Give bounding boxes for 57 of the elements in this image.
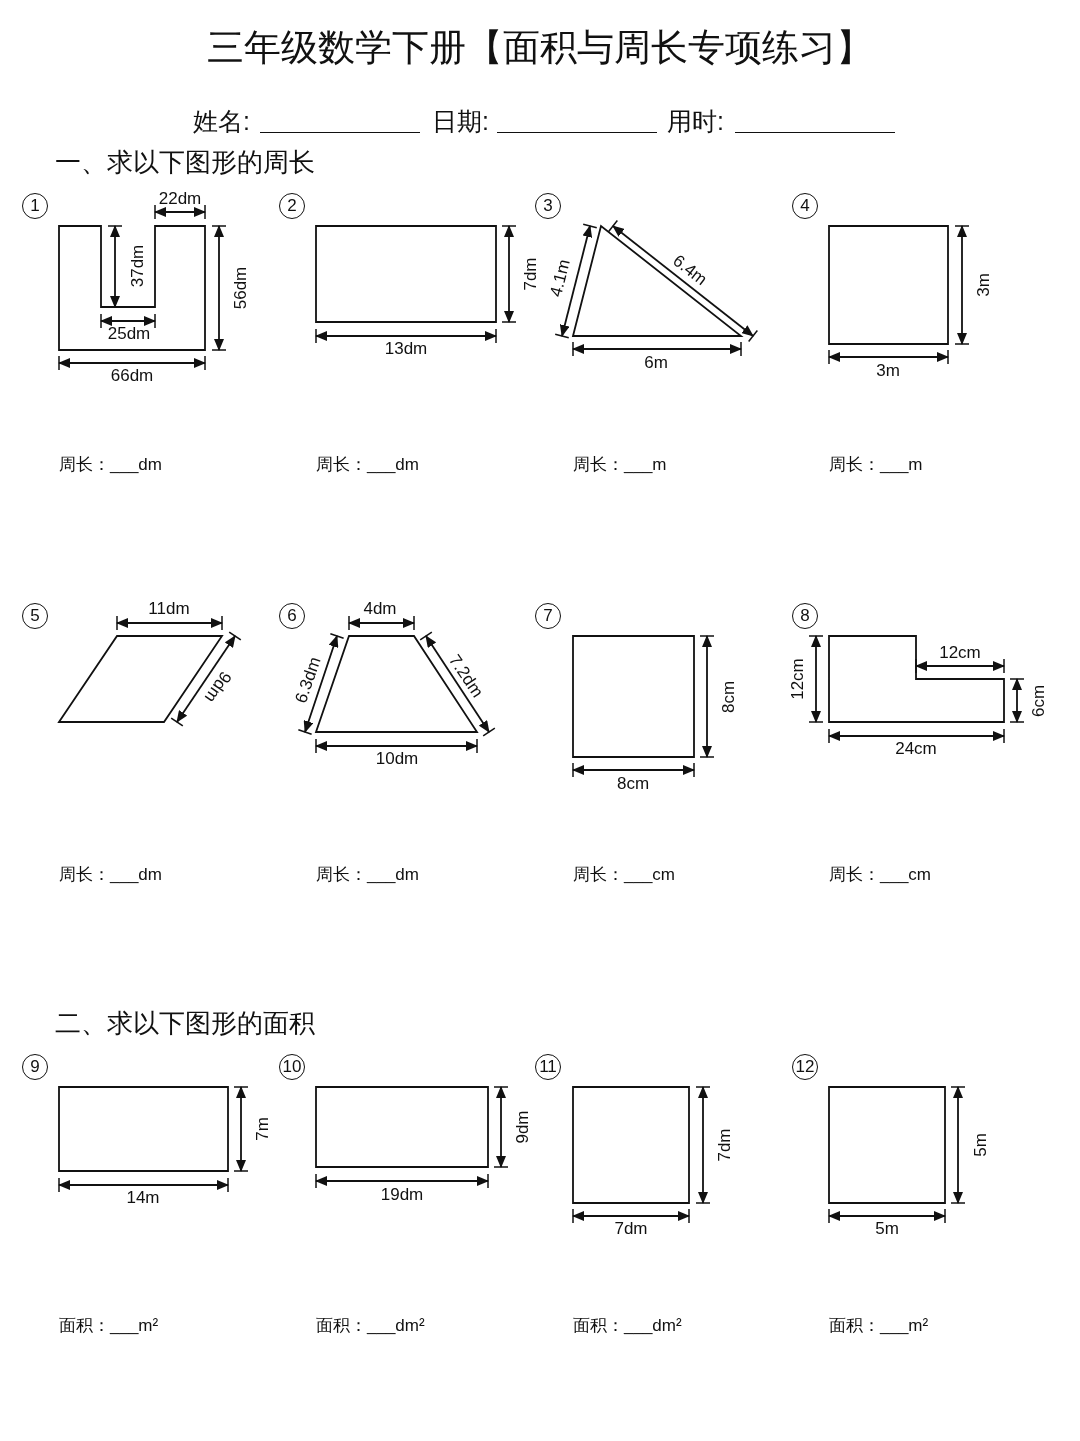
dimension-label: 22dm: [158, 189, 202, 207]
dimension-label: 3m: [876, 361, 900, 379]
rectangle-figure: [315, 225, 497, 323]
dimension-label: 12cm: [788, 658, 806, 700]
worksheet-title: 三年级数学下册【面积与周长专项练习】: [207, 26, 873, 70]
answer-prompt: 周长：___dm: [59, 455, 162, 473]
dimension-label: 4.1m: [547, 257, 573, 299]
rectangle-figure: [828, 1086, 946, 1204]
dimension-label: 66dm: [110, 366, 154, 384]
triangle-figure: [572, 225, 742, 337]
dimension-label: 7dm: [715, 1128, 733, 1162]
dimension-label: 5m: [875, 1219, 899, 1237]
dimension-label: 6.3dm: [292, 654, 324, 706]
dimension-label: 6cm: [1029, 684, 1047, 718]
dimension-label: 8cm: [616, 774, 650, 792]
dimension-label: 37dm: [128, 244, 146, 288]
date-prompt: 日期:: [432, 108, 489, 134]
rectangle-figure: [572, 1086, 690, 1204]
answer-prompt: 面积：___m²: [59, 1316, 159, 1334]
dimension-label: 19dm: [380, 1185, 424, 1203]
answer-prompt: 周长：___m: [573, 455, 667, 473]
dimension-label: 11dm: [148, 599, 190, 617]
time-prompt: 用时:: [667, 108, 724, 134]
dimension-label: 7m: [253, 1117, 271, 1141]
dimension-label: 9dm: [513, 1110, 531, 1144]
dimension-label: 7dm: [614, 1219, 648, 1237]
name-prompt: 姓名:: [193, 108, 250, 134]
answer-prompt: 周长：___cm: [829, 865, 932, 883]
answer-prompt: 周长：___m: [829, 455, 923, 473]
answer-prompt: 周长：___cm: [573, 865, 676, 883]
dimension-label: 5m: [971, 1133, 989, 1157]
dimension-label: 13dm: [384, 339, 428, 357]
rectangle-figure: [315, 1086, 489, 1168]
rectangle-figure: [572, 635, 695, 758]
dimension-label: 12cm: [939, 643, 981, 661]
dimension-label: 10dm: [375, 749, 419, 767]
answer-prompt: 面积：___m²: [829, 1316, 929, 1334]
dimension-label: 6m: [644, 353, 668, 371]
answer-prompt: 周长：___dm: [59, 865, 162, 883]
answer-prompt: 面积：___dm²: [316, 1316, 425, 1334]
dimension-label: 25dm: [107, 324, 151, 342]
section-heading: 一、求以下图形的周长: [55, 149, 315, 175]
rectangle-figure: [828, 225, 949, 345]
dimension-label: 24cm: [895, 739, 937, 757]
dimension-label: 56dm: [231, 266, 249, 310]
dimension-label: 8cm: [719, 680, 737, 714]
dimension-label: 3m: [974, 273, 992, 297]
answer-prompt: 周长：___dm: [316, 455, 419, 473]
answer-prompt: 周长：___dm: [316, 865, 419, 883]
dimension-label: 14m: [126, 1188, 160, 1206]
dimension-label: 4dm: [363, 599, 397, 617]
dimension-label: 7dm: [521, 257, 539, 291]
polygon-figure: [58, 225, 206, 351]
rectangle-figure: [58, 1086, 229, 1172]
section-heading: 二、求以下图形的面积: [55, 1010, 315, 1036]
polygon-figure: [828, 635, 1005, 723]
answer-prompt: 面积：___dm²: [573, 1316, 682, 1334]
